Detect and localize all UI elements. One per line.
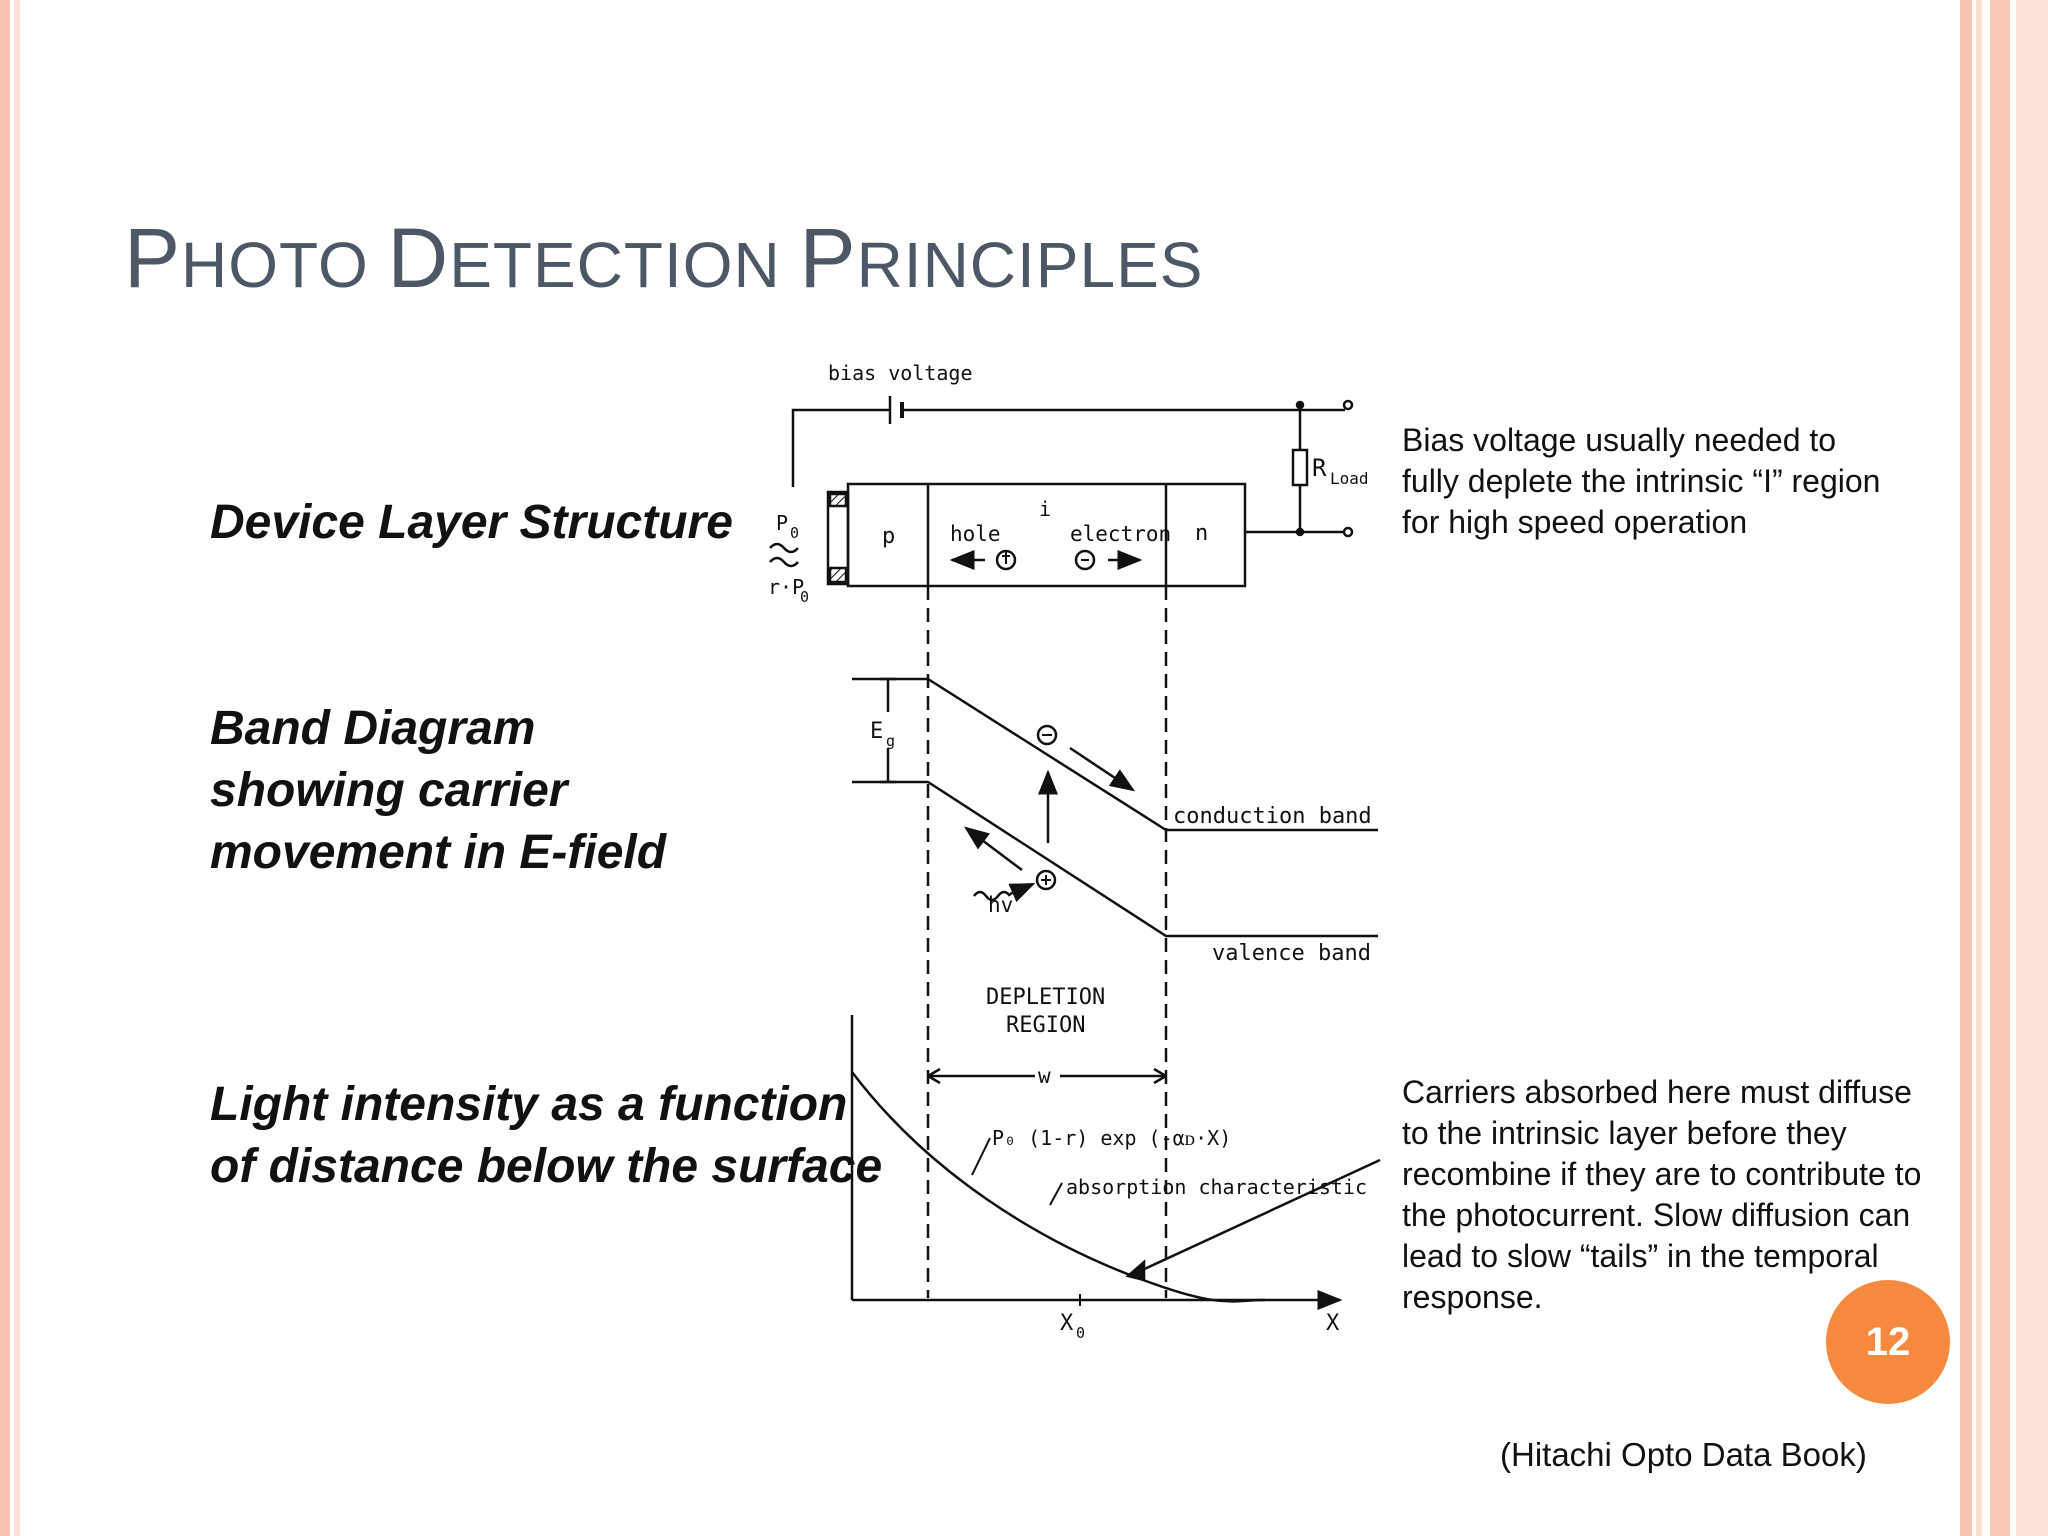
rload-text: R: [1312, 454, 1327, 482]
bias-voltage-text: bias voltage: [828, 361, 973, 385]
reflected-light-wave: [769, 556, 799, 568]
contact-hatch-bottom: [828, 566, 848, 584]
terminal-bottom: [1342, 526, 1354, 538]
note-pointer-head: [1125, 1259, 1146, 1282]
p-layer-text: p: [882, 524, 895, 549]
formula-text: P₀ (1-r) exp (-αᴅ·X): [992, 1126, 1231, 1150]
title-part: RINCIPLES: [856, 229, 1204, 301]
rp0-text: r·P: [768, 575, 804, 599]
right-decor-stripe-4: [2016, 0, 2048, 1536]
rload-sub: Load: [1330, 469, 1369, 488]
terminal-top: [1342, 399, 1354, 411]
source-citation: (Hitachi Opto Data Book): [1500, 1436, 1867, 1473]
bias-wire-left: [791, 408, 890, 487]
title-part: P: [799, 211, 857, 305]
x-axis-text: X: [1326, 1311, 1340, 1336]
p0-text: P: [776, 511, 788, 535]
slide-title: PHOTO DETECTION PRINCIPLES: [124, 210, 1203, 307]
x0-text: X: [1060, 1311, 1074, 1336]
right-decor-stripe-2: [1976, 0, 1982, 1536]
incident-light-wave: [769, 542, 799, 554]
formula-leader: [971, 1137, 991, 1176]
carrier-diffusion-note: Carriers absorbed here must diffuse to t…: [1402, 1074, 1922, 1315]
note-pointer-line: [1137, 1158, 1381, 1274]
photon-wave: [973, 890, 1011, 902]
title-part: D: [387, 211, 450, 305]
device-layer-label: Device Layer Structure: [210, 496, 733, 549]
title-part: P: [124, 211, 182, 305]
right-decor-stripe-3: [1990, 0, 2010, 1536]
page-number-badge: 12: [1826, 1280, 1950, 1404]
left-decor-stripe: [0, 0, 10, 1536]
band-hole-symbol: [1035, 869, 1057, 891]
front-contact: [826, 490, 850, 586]
contact-hatch-top: [828, 492, 848, 508]
band-electron-arrow: [1069, 746, 1136, 792]
i-layer-text: i: [1039, 497, 1051, 521]
depletion-text-1: DEPLETION: [986, 985, 1105, 1010]
x0-sub: 0: [1076, 1324, 1085, 1342]
device-structure: [769, 396, 1354, 588]
conduction-band-text: conduction band: [1173, 804, 1372, 829]
w-text: w: [1038, 1064, 1051, 1088]
eg-text: E: [870, 719, 883, 744]
absorption-leader: [1049, 1182, 1063, 1206]
page-number: 12: [1865, 1319, 1911, 1364]
absorption-curve: [851, 1071, 1266, 1303]
depletion-text-2: REGION: [1006, 1013, 1085, 1038]
n-layer-text: n: [1195, 521, 1208, 546]
hole-text: hole: [950, 522, 1001, 546]
electron-text: electron: [1070, 522, 1171, 546]
right-decor-stripe: [1960, 0, 1972, 1536]
light-intensity-label: Light intensity as a function of distanc…: [210, 1078, 883, 1193]
rp0-sub: 0: [800, 588, 809, 606]
band-diagram: [852, 677, 1378, 938]
hv-text: hv: [988, 893, 1013, 917]
p0-sub: 0: [790, 524, 799, 542]
intensity-plot: [850, 1015, 1381, 1310]
resistor-rload: [1291, 448, 1309, 487]
title-part: HOTO: [181, 229, 388, 301]
band-diagram-label: Band Diagram showing carrier movement in…: [210, 702, 667, 879]
left-decor-stripe-inner: [14, 0, 20, 1536]
band-hole-arrow: [964, 826, 1023, 871]
eg-sub: g: [886, 732, 895, 750]
electron-symbol: [1074, 549, 1096, 571]
band-electron-symbol: [1036, 724, 1058, 746]
absorption-text: absorption characteristic: [1066, 1175, 1367, 1199]
valence-band-text: valence band: [1212, 941, 1371, 966]
bias-voltage-note: Bias voltage usually needed to fully dep…: [1402, 422, 1881, 540]
hole-symbol: [995, 549, 1017, 571]
title-part: ETECTION: [449, 229, 800, 301]
